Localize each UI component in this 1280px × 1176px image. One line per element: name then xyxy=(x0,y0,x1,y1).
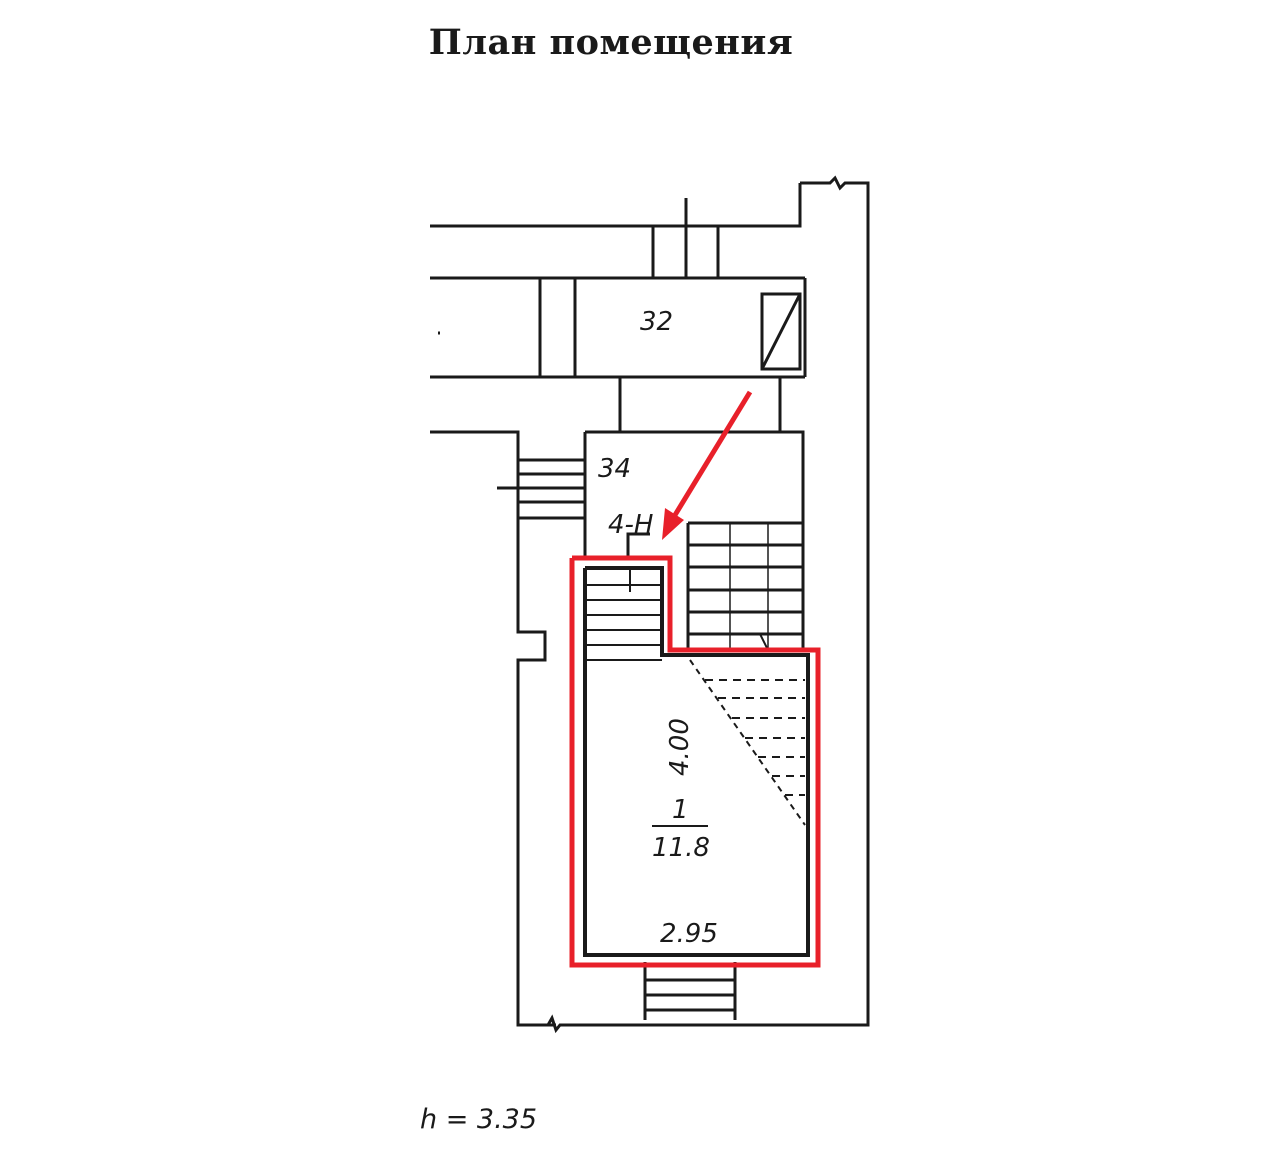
target-room-highlight xyxy=(569,555,821,968)
ceiling-height-label: h = 3.35 xyxy=(420,1104,538,1135)
pointer-arrow xyxy=(662,390,753,540)
room-area-label: 11.8 xyxy=(652,833,710,863)
room-width-dimension: 2.95 xyxy=(660,919,718,949)
room-34-label: 34 xyxy=(598,454,631,484)
room-length-dimension: 4.00 xyxy=(665,718,695,776)
building-walls xyxy=(430,175,870,1034)
target-room-walls xyxy=(583,566,810,957)
room-number-label: 1 xyxy=(672,795,689,825)
plan-title: План помещения xyxy=(428,22,794,63)
room-32-label: 32 xyxy=(640,307,673,337)
room-4n-label: 4-Н xyxy=(608,510,653,540)
